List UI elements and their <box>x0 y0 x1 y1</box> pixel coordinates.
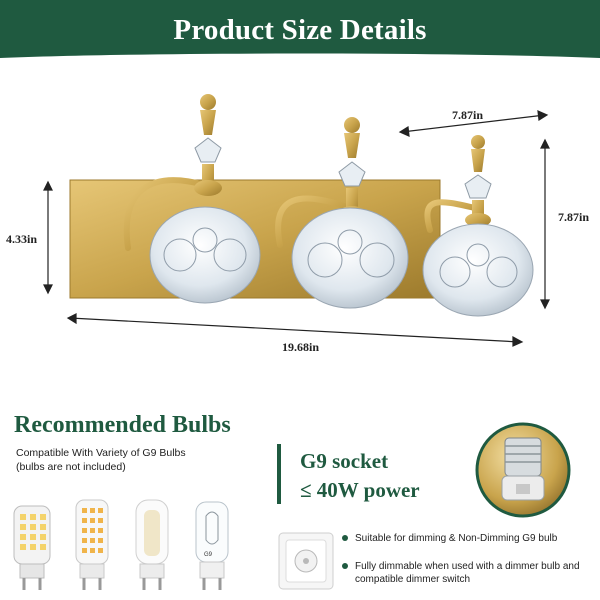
frosted-bulb <box>135 499 169 590</box>
feature-text: Suitable for dimming & Non-Dimming G9 bu… <box>355 533 558 544</box>
height-dimension: 4.33in <box>6 232 38 246</box>
dimmer-switch-icon <box>278 532 334 590</box>
feature-item: Fully dimmable when used with a dimmer b… <box>342 560 587 586</box>
bulb-illustrations: G9 <box>13 499 229 590</box>
subtitle-line-2: (bulbs are not included) <box>16 461 126 473</box>
dimension-lines <box>43 110 550 347</box>
depth-dimension-top: 7.87in <box>452 108 484 122</box>
fixture-arms <box>123 177 478 251</box>
halogen-bulb: G9 <box>195 501 229 590</box>
depth-dimension-side: 7.87in <box>558 210 590 224</box>
feature-text: Fully dimmable when used with a dimmer b… <box>355 561 580 585</box>
bullet-dot-icon <box>342 535 348 541</box>
glass-shade-middle <box>291 207 409 309</box>
power-label: ≤ 40W power <box>300 478 420 502</box>
socket-accent-bar <box>277 444 281 504</box>
g9-socket-closeup <box>475 422 571 518</box>
halogen-bulb-label: G9 <box>204 552 213 558</box>
header-banner-shape <box>0 0 600 58</box>
vanity-light-fixture <box>43 94 550 347</box>
recommended-bulbs-subtitle: Compatible With Variety of G9 Bulbs (bul… <box>16 446 186 474</box>
socket-label: G9 socket <box>300 449 389 473</box>
bullet-dot-icon <box>342 563 348 569</box>
finial-left <box>194 94 222 196</box>
page-title: Product Size Details <box>173 14 427 46</box>
finial-right <box>464 135 492 228</box>
glass-shade-left <box>149 206 261 304</box>
led-corn-bulb <box>13 505 51 590</box>
width-dimension: 19.68in <box>282 340 320 354</box>
subtitle-line-1: Compatible With Variety of G9 Bulbs <box>16 447 186 459</box>
led-corn-bulb-warm <box>75 499 109 590</box>
header-banner: Product Size Details <box>0 0 600 72</box>
glass-shade-right <box>422 223 534 317</box>
recommended-bulbs-title: Recommended Bulbs <box>14 412 231 438</box>
feature-item: Suitable for dimming & Non-Dimming G9 bu… <box>342 532 595 545</box>
